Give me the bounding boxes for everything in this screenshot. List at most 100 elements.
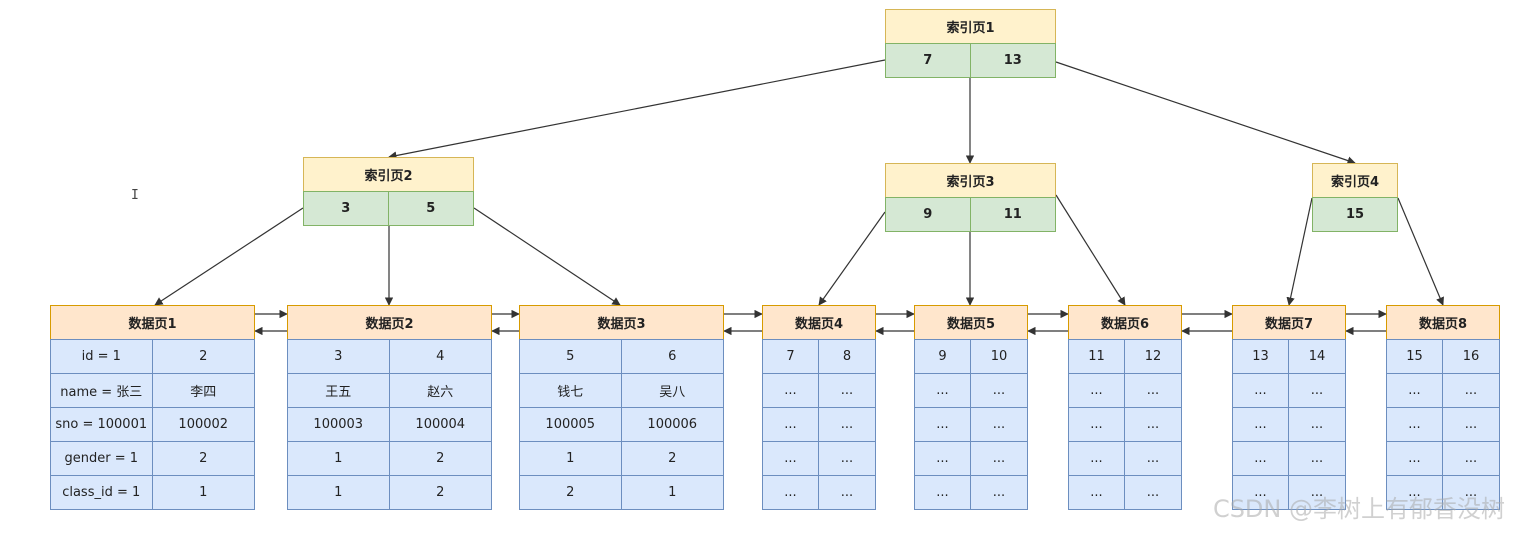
index-key: 5: [387, 191, 474, 226]
index-key: 7: [885, 43, 971, 78]
data-cell: ...: [762, 407, 819, 442]
data-cell: ...: [1124, 373, 1182, 408]
data-cell: ...: [818, 441, 876, 476]
data-cell: 赵六: [388, 373, 492, 408]
data-cell: 1: [151, 475, 255, 510]
data-cell: 100004: [388, 407, 492, 442]
data-cell: id = 1: [50, 339, 153, 374]
data-cell: ...: [914, 373, 971, 408]
pointer-arrow: [1055, 194, 1126, 306]
data-cell: 1: [519, 441, 622, 476]
data-cell: 钱七: [519, 373, 622, 408]
pointer-arrow: [388, 59, 886, 160]
data-cell: ...: [1232, 441, 1289, 476]
watermark: CSDN @李树上有郁香没树: [1212, 495, 1505, 523]
data-cell: ...: [1068, 407, 1125, 442]
data-cell: 2: [151, 441, 255, 476]
data-cell: 10: [970, 339, 1028, 374]
data-cell: ...: [970, 475, 1028, 510]
data-cell: 吴八: [620, 373, 724, 408]
data-cell: ...: [1232, 373, 1289, 408]
data-cell: ...: [762, 441, 819, 476]
data-cell: 1: [287, 475, 390, 510]
data-cell: ...: [1124, 407, 1182, 442]
data-cell: 1: [620, 475, 724, 510]
data-cell: ...: [1386, 373, 1443, 408]
data-cell: 2: [151, 339, 255, 374]
data-cell: 15: [1386, 339, 1443, 374]
index-key: 9: [885, 197, 971, 232]
data-cell: ...: [1386, 441, 1443, 476]
data-cell: ...: [1068, 441, 1125, 476]
data-cell: 7: [762, 339, 819, 374]
data-cell: 100002: [151, 407, 255, 442]
data-cell: ...: [914, 407, 971, 442]
data-cell: ...: [1442, 373, 1500, 408]
data-cell: 2: [519, 475, 622, 510]
index-key: 3: [303, 191, 389, 226]
pointer-arrow: [473, 207, 621, 306]
data-cell: ...: [970, 407, 1028, 442]
data-cell: 16: [1442, 339, 1500, 374]
index-page-title: 索引页1: [885, 9, 1056, 44]
data-cell: 11: [1068, 339, 1125, 374]
index-key: 15: [1312, 197, 1398, 232]
data-page-title: 数据页2: [287, 305, 492, 340]
data-page-title: 数据页7: [1232, 305, 1346, 340]
index-key: 11: [969, 197, 1056, 232]
data-cell: ...: [762, 475, 819, 510]
data-cell: 14: [1288, 339, 1346, 374]
data-cell: class_id = 1: [50, 475, 153, 510]
index-page-title: 索引页3: [885, 163, 1056, 198]
data-cell: ...: [1124, 475, 1182, 510]
data-page-title: 数据页5: [914, 305, 1028, 340]
data-cell: 4: [388, 339, 492, 374]
data-page-title: 数据页6: [1068, 305, 1182, 340]
data-cell: ...: [914, 475, 971, 510]
data-cell: 13: [1232, 339, 1289, 374]
data-cell: ...: [1386, 407, 1443, 442]
data-cell: ...: [1068, 475, 1125, 510]
data-cell: 6: [620, 339, 724, 374]
data-cell: ...: [818, 407, 876, 442]
data-cell: ...: [818, 475, 876, 510]
data-cell: ...: [1124, 441, 1182, 476]
data-cell: ...: [1232, 407, 1289, 442]
data-cell: ...: [914, 441, 971, 476]
data-page-title: 数据页4: [762, 305, 876, 340]
data-cell: name = 张三: [50, 373, 153, 408]
data-cell: 9: [914, 339, 971, 374]
data-cell: ...: [1442, 475, 1500, 510]
data-cell: 2: [620, 441, 724, 476]
data-cell: 100005: [519, 407, 622, 442]
pointer-arrow: [154, 207, 304, 306]
data-cell: sno = 100001: [50, 407, 153, 442]
index-key: 13: [969, 43, 1056, 78]
data-cell: ...: [1442, 441, 1500, 476]
data-page-title: 数据页1: [50, 305, 255, 340]
data-cell: 100003: [287, 407, 390, 442]
data-cell: 王五: [287, 373, 390, 408]
data-cell: 12: [1124, 339, 1182, 374]
data-cell: ...: [970, 373, 1028, 408]
data-cell: ...: [1068, 373, 1125, 408]
data-cell: ...: [1288, 441, 1346, 476]
data-cell: gender = 1: [50, 441, 153, 476]
index-page-title: 索引页2: [303, 157, 474, 192]
data-cell: 100006: [620, 407, 724, 442]
text-cursor-icon: I: [131, 188, 139, 203]
data-page-title: 数据页8: [1386, 305, 1500, 340]
